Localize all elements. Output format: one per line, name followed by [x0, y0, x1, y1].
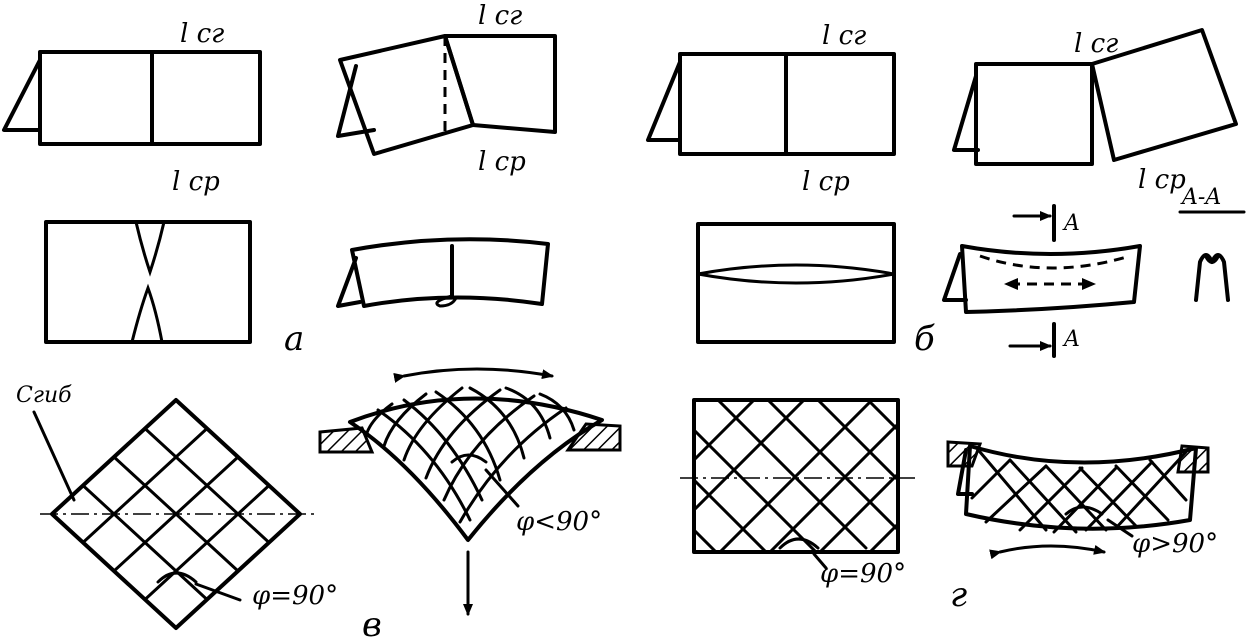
- label-angle-90-left: φ=90°: [252, 581, 338, 611]
- panel-label-b: б: [914, 319, 935, 359]
- panel-label-v: в: [362, 605, 382, 644]
- fig-v-arched-grid: φ<90°: [318, 367, 622, 616]
- section-title: A-A: [1180, 185, 1221, 210]
- panel-label-g: г: [950, 575, 967, 615]
- label-l-cp-1: l cp: [172, 167, 220, 197]
- fig-a-bent-sheet: l cг l cp: [336, 1, 557, 177]
- fig-b-curved-strip: A A: [942, 204, 1142, 358]
- fig-b-lens-sheet: [696, 222, 896, 344]
- section-mark-top: A: [1062, 211, 1080, 236]
- label-l-cg-1: l cг: [180, 19, 224, 49]
- section-a-a: A-A: [1178, 185, 1246, 302]
- fig-g-crosshatch-rect: φ=90°: [680, 398, 916, 589]
- fig-b-bent-sheet: l cг l cp: [952, 28, 1238, 195]
- panel-label-a: а: [284, 319, 304, 359]
- label-bend-line: Сгиб: [16, 383, 72, 408]
- fig-g-sagging-strip: φ>90°: [946, 440, 1218, 560]
- fig-a-notched-sheet: [44, 220, 252, 344]
- label-angle-lt-90: φ<90°: [516, 507, 602, 537]
- label-l-cg-3: l cг: [822, 21, 866, 51]
- fig-v-diamond-grid: Сгиб φ=90°: [16, 383, 338, 630]
- label-l-cp-2: l cp: [478, 147, 526, 177]
- label-angle-90-right: φ=90°: [820, 559, 906, 589]
- fig-b-flat-sheet: l cг l cp: [646, 21, 896, 197]
- fig-a-flat-sheet: l cг l cp: [2, 19, 262, 197]
- label-l-cp-4: l cp: [1138, 165, 1186, 195]
- label-l-cg-4: l cг: [1074, 29, 1118, 59]
- label-l-cp-3: l cp: [802, 167, 850, 197]
- section-mark-bottom: A: [1062, 327, 1080, 352]
- label-angle-gt-90: φ>90°: [1132, 529, 1218, 559]
- fig-a-bent-strip: [336, 237, 550, 308]
- label-l-cg-2: l cг: [478, 1, 522, 31]
